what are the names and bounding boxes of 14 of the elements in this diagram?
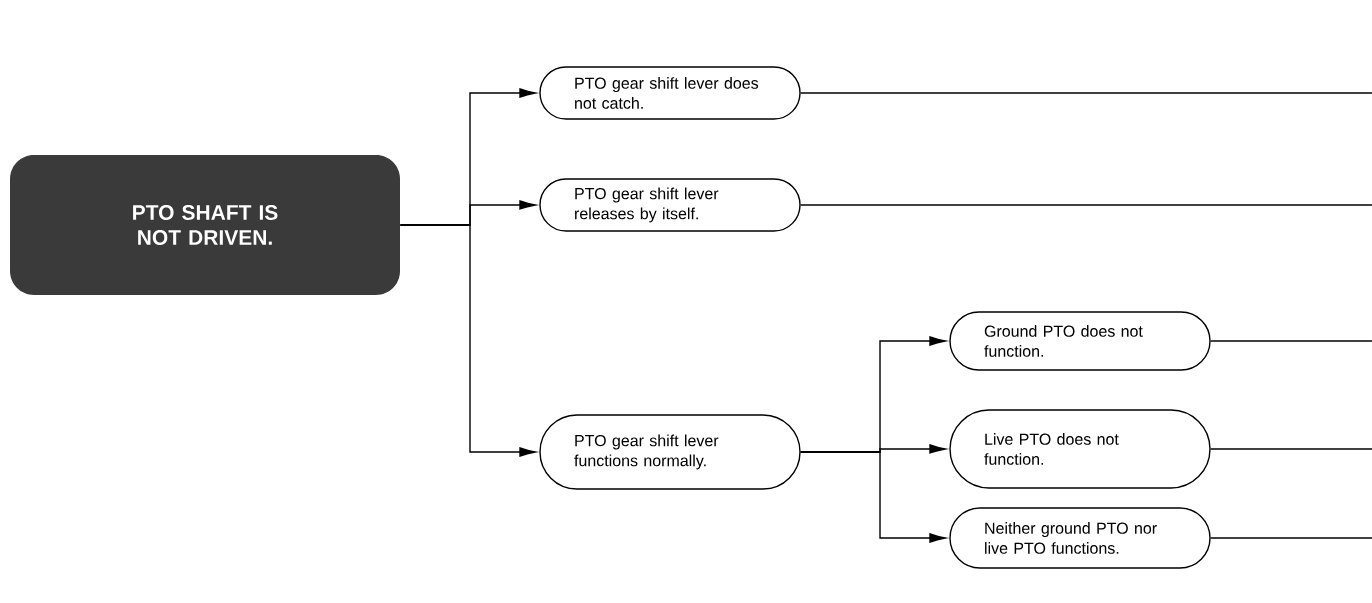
condition-box: PTO gear shift lever does not catch. — [539, 66, 801, 120]
connector — [1210, 537, 1372, 539]
condition-box: PTO gear shift lever functions normally. — [539, 414, 801, 490]
condition-box: PTO gear shift lever releases by itself. — [539, 178, 801, 232]
condition-box: Live PTO does not function. — [949, 409, 1211, 489]
connector — [1210, 340, 1372, 342]
connector — [800, 92, 1372, 94]
connector — [1210, 448, 1372, 450]
condition-box: Ground PTO does not function. — [949, 311, 1211, 371]
condition-box: Neither ground PTO nor live PTO functions. — [949, 507, 1211, 569]
connector — [800, 204, 1372, 206]
connector — [800, 451, 946, 543]
problem-box: PTO SHAFT IS NOT DRIVEN. — [10, 155, 400, 295]
connector — [399, 224, 536, 457]
